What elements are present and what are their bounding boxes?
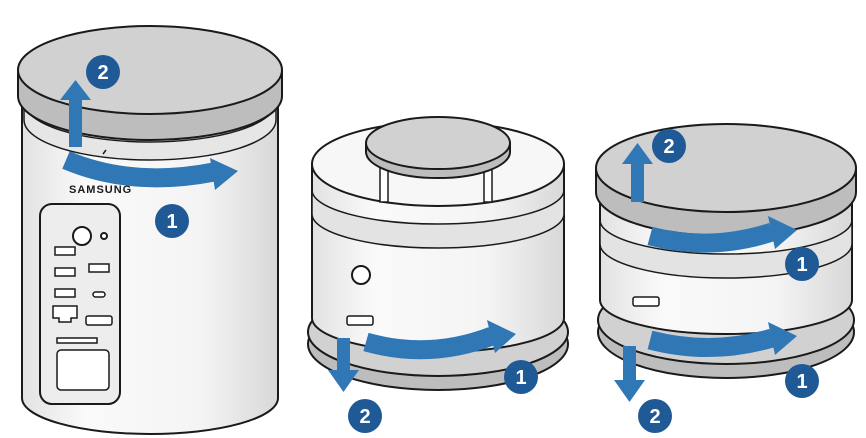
left-lift-arrow [60,80,91,147]
step-badge-right-top: 2 [652,129,686,163]
step-badge-right-upper: 1 [785,247,819,281]
power-button [72,226,92,246]
knob-top [365,116,511,170]
device-middle [307,116,569,391]
left-rotate-arrow [62,151,238,190]
panel-cover [56,349,110,391]
brand-logo: SAMSUNG [69,184,132,196]
svg-text:2: 2 [663,136,674,158]
right-upper-rotate-arrow [647,216,797,253]
usb-port-middle [346,315,374,326]
ethernet-port [52,305,78,323]
usb-c-port [92,291,106,298]
card-slot [56,337,98,344]
step-badge-middle-rotate: 1 [504,360,538,394]
usb-port-1 [54,246,76,256]
step-badge-left-bottom: 1 [155,204,189,238]
svg-text:2: 2 [97,62,108,84]
right-lower-arrow [614,346,645,402]
middle-lower-arrow [328,338,359,392]
right-lift-arrow [622,143,653,202]
device-left-ring [23,101,277,161]
step-badge-right-bottom: 2 [638,399,672,433]
step-badge-middle-lift: 2 [348,399,382,433]
usb-port-right [632,296,660,307]
step-badge-left-top: 2 [86,55,120,89]
audio-jack [351,265,371,285]
svg-text:2: 2 [649,406,660,428]
hdmi-port [85,315,113,326]
usb-port-2 [54,267,76,277]
svg-text:1: 1 [796,371,807,393]
device-left [17,25,283,435]
svg-text:1: 1 [166,211,177,233]
usb-port-3 [88,263,110,273]
svg-text:2: 2 [359,406,370,428]
status-led [102,149,107,155]
step-badge-right-lower: 1 [785,364,819,398]
usb-port-4 [54,288,76,298]
middle-rotate-arrow [363,320,516,360]
right-lower-rotate-arrow [647,322,797,357]
svg-text:1: 1 [796,254,807,276]
device-left-lid-top [17,25,283,115]
device-middle-band [311,189,565,249]
svg-text:1: 1 [515,367,526,389]
indicator-dot [100,232,108,240]
